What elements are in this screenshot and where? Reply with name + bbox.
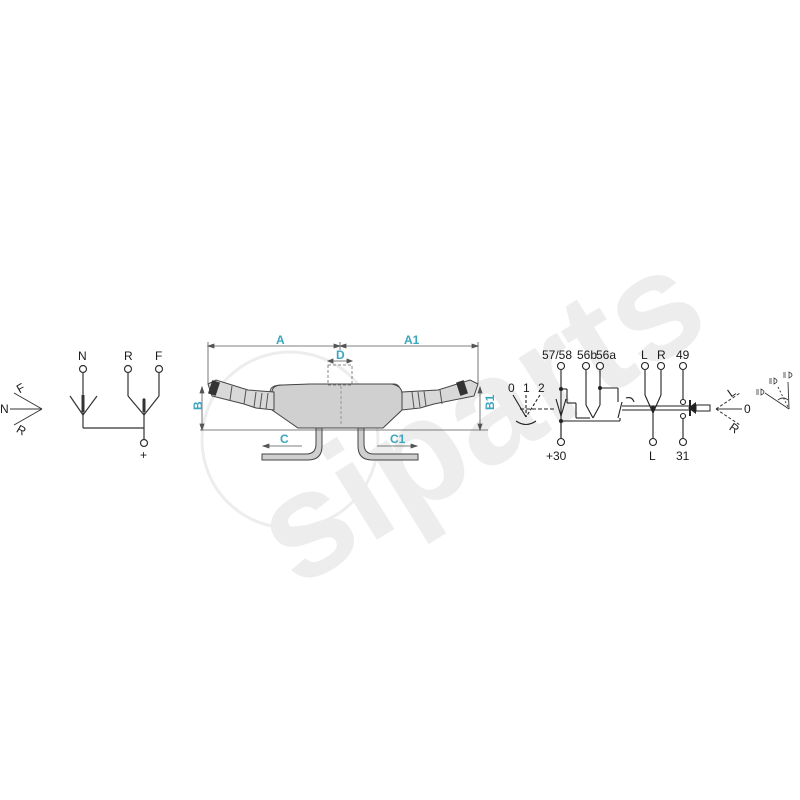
terminal-F: F xyxy=(155,349,162,363)
terminal-31: 31 xyxy=(676,449,690,463)
left-schematic xyxy=(69,364,164,448)
terminal-R: R xyxy=(124,349,133,363)
flash-beam-icon xyxy=(783,371,793,379)
right-lever-indicator xyxy=(715,392,742,426)
terminal-L-top: L xyxy=(641,348,648,362)
terminal-plus: + xyxy=(140,448,147,462)
push-rod-arrow-icon xyxy=(688,402,711,414)
label-right: R xyxy=(727,420,742,437)
left-lever-indicator xyxy=(10,392,43,426)
dimension-lines xyxy=(199,342,488,449)
label-neutral: N xyxy=(0,402,9,416)
label-reverse: R xyxy=(14,422,29,439)
watermark-circle xyxy=(200,350,380,530)
wiper-pos-2: 2 xyxy=(538,381,545,395)
headlight-selector xyxy=(764,381,790,410)
label-off: 0 xyxy=(744,402,751,416)
dimension-C1: C1 xyxy=(390,432,406,446)
terminal-R-top: R xyxy=(657,348,666,362)
wiper-pos-1: 1 xyxy=(523,381,530,395)
terminal-L-bottom: L xyxy=(649,449,656,463)
dimension-C: C xyxy=(280,432,289,446)
right-schematic xyxy=(512,370,691,440)
wiper-pos-0: 0 xyxy=(508,381,515,395)
label-left: L xyxy=(725,385,739,400)
schematic-nodes xyxy=(559,386,655,423)
low-beam-icon xyxy=(756,388,765,396)
high-beam-icon xyxy=(769,377,778,385)
steering-column-switch xyxy=(207,364,479,461)
terminal-plus30: +30 xyxy=(546,449,567,463)
dimension-A: A xyxy=(276,333,285,347)
terminal-N: N xyxy=(78,349,87,363)
dimension-B: B xyxy=(191,401,205,410)
dimension-D: D xyxy=(336,348,345,362)
terminal-circles xyxy=(556,361,688,447)
terminal-57-58: 57/58 xyxy=(542,348,572,362)
terminal-56a: 56a xyxy=(596,348,616,362)
terminal-56b: 56b xyxy=(577,348,597,362)
dimension-A1: A1 xyxy=(404,333,420,347)
dimension-B1: B1 xyxy=(483,394,497,410)
terminal-49: 49 xyxy=(676,348,690,362)
